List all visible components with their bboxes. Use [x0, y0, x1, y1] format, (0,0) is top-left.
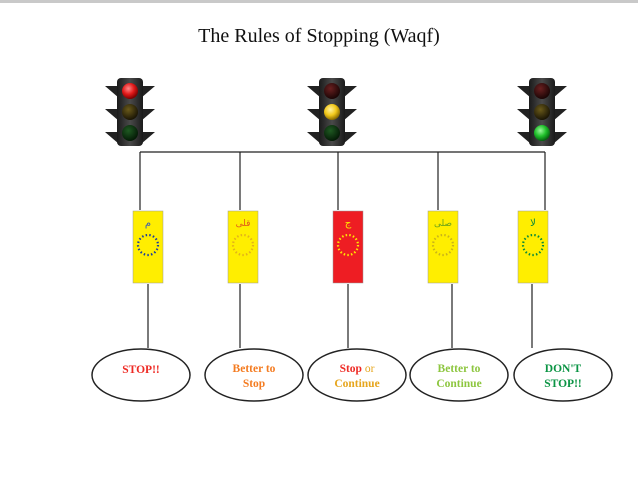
yellow-lamp-icon — [324, 104, 340, 120]
rule-text-line2: Stop — [243, 378, 265, 390]
rule-ellipse-4: Better to Continue — [409, 348, 509, 402]
green-lamp-icon — [122, 125, 138, 141]
rule-ellipse-5: DON'T STOP!! — [513, 348, 613, 402]
sign-panel-5: لا — [517, 210, 549, 284]
green-lamp-icon — [324, 125, 340, 141]
red-lamp-icon — [122, 83, 138, 99]
rule-text-stop: Stop — [340, 363, 362, 375]
rule-text-or: or — [362, 363, 375, 375]
yellow-lamp-icon — [534, 104, 550, 120]
sign-panel-3: ج — [332, 210, 364, 284]
red-lamp-icon — [324, 83, 340, 99]
rule-ellipse-3: Stop or Continue — [307, 348, 407, 402]
rule-text-line1: Better to — [233, 363, 276, 375]
waqf-symbol: صلى — [434, 219, 452, 229]
waqf-symbol: ج — [345, 218, 352, 229]
green-lamp-icon — [534, 125, 550, 141]
diagram-title: The Rules of Stopping (Waqf) — [198, 25, 440, 47]
dotted-circle-icon — [136, 233, 160, 257]
rule-ellipse-1: STOP!! — [91, 348, 191, 402]
waqf-symbol: قلى — [236, 219, 251, 229]
dotted-circle-icon — [431, 233, 455, 257]
connector-lines — [139, 151, 546, 348]
rule-text-line2: Continue — [334, 378, 379, 390]
yellow-lamp-icon — [122, 104, 138, 120]
rule-ellipse-2: Better to Stop — [204, 348, 304, 402]
rule-text-line2: Continue — [436, 378, 481, 390]
rule-text-line1: Better to — [438, 363, 481, 375]
rule-text-line1: DON'T — [545, 363, 582, 375]
rule-text-line1: Stop or — [340, 363, 375, 375]
waqf-symbol: م — [145, 218, 151, 229]
rule-text-line2: STOP!! — [544, 378, 582, 390]
traffic-light-yellow — [307, 78, 357, 146]
traffic-light-green — [517, 78, 567, 146]
waqf-symbol: لا — [530, 218, 536, 229]
dotted-circle-icon — [231, 233, 255, 257]
sign-panel-2: قلى — [227, 210, 259, 284]
sign-panel-1: م — [132, 210, 164, 284]
rule-text-line1: STOP!! — [122, 364, 160, 376]
red-lamp-icon — [534, 83, 550, 99]
dotted-circle-icon — [336, 233, 360, 257]
dotted-circle-icon — [521, 233, 545, 257]
traffic-light-red — [105, 78, 155, 146]
sign-panel-4: صلى — [427, 210, 459, 284]
top-border — [0, 0, 638, 3]
